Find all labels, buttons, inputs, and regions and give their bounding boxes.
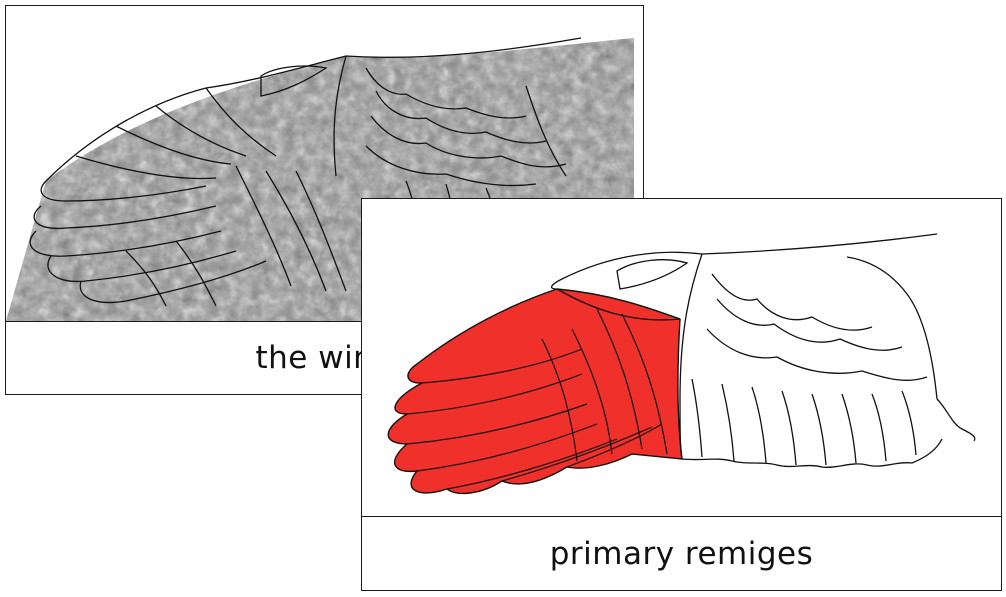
wing-outline bbox=[550, 233, 976, 468]
nomenclature-card-primary-remiges: primary remiges bbox=[361, 198, 1002, 591]
wing-outline bbox=[29, 37, 582, 307]
wing-picture bbox=[362, 199, 1001, 516]
wing-icon bbox=[387, 233, 976, 495]
card-label: primary remiges bbox=[549, 535, 814, 572]
primary-remiges-label-strip: primary remiges bbox=[362, 516, 1001, 590]
primary-feathers bbox=[387, 288, 683, 495]
